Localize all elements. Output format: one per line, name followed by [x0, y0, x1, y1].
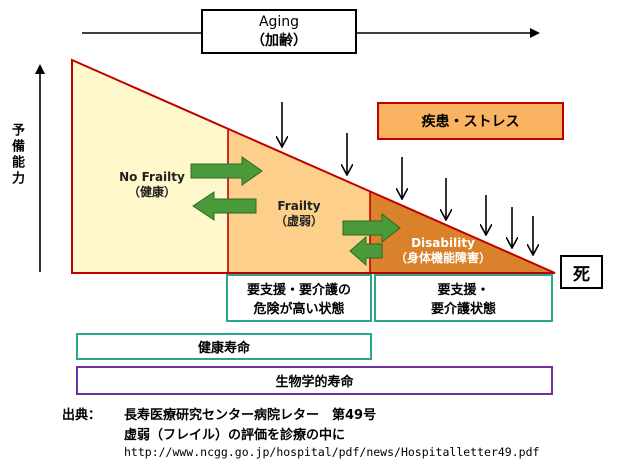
- high-risk-line1: 要支援・要介護の: [246, 283, 351, 298]
- transition-arrow-to-frailty: [190, 156, 263, 186]
- disease-stress-box: 疾患・ストレス: [377, 102, 564, 140]
- care-needed-state-box: 要支援・ 要介護状態: [374, 274, 553, 322]
- aging-label: Aging: [258, 13, 300, 30]
- high-risk-line2: 危険が高い状態: [253, 302, 345, 317]
- no-frailty-title: No Frailty: [119, 170, 185, 184]
- healthy-life-label: 健康寿命: [197, 341, 250, 356]
- biological-lifespan-bar: 生物学的寿命: [76, 366, 553, 395]
- frailty-title: Frailty: [277, 199, 321, 213]
- source-publication: 長寿医療研究センター病院レター 第49号: [124, 408, 377, 423]
- aging-label-ja: （加齢）: [251, 32, 307, 49]
- source-article-title: 虚弱（フレイル）の評価を診療の中に: [124, 428, 346, 443]
- no-frailty-label: No Frailty （健康）: [104, 170, 200, 200]
- transition-arrow-to-healthy: [192, 191, 257, 221]
- disability-subtitle: （身体機能障害）: [394, 251, 491, 265]
- source-url[interactable]: http://www.ncgg.go.jp/hospital/pdf/news/…: [124, 445, 540, 459]
- transition-arrow-to-disability: [342, 212, 401, 244]
- death-box: 死: [560, 255, 603, 289]
- reserve-triangle-outline: [71, 58, 556, 274]
- disability-title: Disability: [411, 236, 475, 250]
- frailty-label: Frailty （虚弱）: [262, 199, 336, 229]
- no-frailty-region: [72, 60, 228, 273]
- disability-label: Disability （身体機能障害）: [384, 236, 502, 266]
- frailty-subtitle: （虚弱）: [274, 214, 323, 228]
- disease-stress-label: 疾患・ストレス: [421, 114, 520, 130]
- source-label: 出典：: [62, 408, 102, 423]
- high-risk-state-box: 要支援・要介護の 危険が高い状態: [226, 274, 372, 322]
- biological-life-label: 生物学的寿命: [275, 375, 354, 390]
- frailty-region: [228, 130, 370, 273]
- care-needed-line2: 要介護状態: [430, 302, 496, 317]
- stress-arrows: [282, 102, 533, 254]
- transition-arrow-to-frailty-back: [349, 235, 383, 267]
- care-needed-line1: 要支援・: [437, 283, 490, 298]
- aging-box: Aging （加齢）: [201, 9, 357, 54]
- no-frailty-subtitle: （健康）: [127, 185, 176, 199]
- healthy-life-expectancy-bar: 健康寿命: [76, 333, 372, 360]
- death-label: 死: [573, 264, 590, 285]
- y-axis-label: 予備能力: [9, 123, 24, 187]
